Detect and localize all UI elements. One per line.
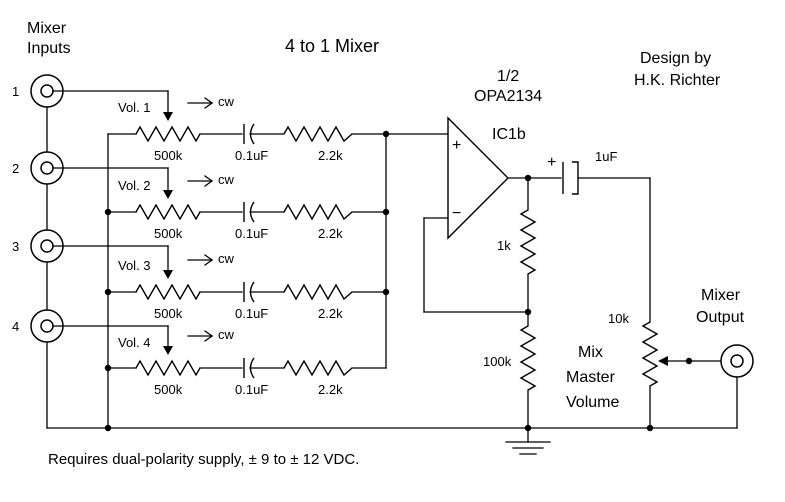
channel-4: 4 Vol. 4 cw 500k 0.1uF 2.2k xyxy=(12,309,387,397)
channel-3: 3 Vol. 3 cw 500k 0.1uF 2.2k xyxy=(12,229,390,321)
input-resistor-4 xyxy=(283,359,353,377)
input-number-1: 1 xyxy=(12,84,19,99)
bias-res-value: 100k xyxy=(483,354,512,369)
output-label-1: Mixer xyxy=(701,287,741,304)
cap-value-1: 0.1uF xyxy=(235,148,268,163)
channel-2: 2 Vol. 2 cw 500k 0.1uF 2.2k xyxy=(12,151,390,241)
opamp-ic1b: + − xyxy=(447,116,509,240)
res-value-2: 2.2k xyxy=(318,226,343,241)
opamp-label-1: 1/2 xyxy=(497,68,519,85)
res-value-3: 2.2k xyxy=(318,306,343,321)
cap-value-3: 0.1uF xyxy=(235,306,268,321)
feedback-network xyxy=(423,174,562,429)
output-jack[interactable] xyxy=(720,344,754,378)
volume-pot-3[interactable] xyxy=(135,283,201,301)
output-cap xyxy=(562,161,651,323)
ground-symbol xyxy=(505,427,551,455)
volume-pot-4[interactable] xyxy=(135,359,201,377)
master-label-1: Mix xyxy=(578,344,603,361)
input-number-4: 4 xyxy=(12,319,19,334)
master-label-3: Volume xyxy=(566,394,619,411)
vol-label-4: Vol. 4 xyxy=(118,335,151,350)
input-number-3: 3 xyxy=(12,239,19,254)
output-cap-value: 1uF xyxy=(595,149,617,164)
cap-value-2: 0.1uF xyxy=(235,226,268,241)
credit-line-2: H.K. Richter xyxy=(634,72,721,89)
opamp-plus-sign: + xyxy=(452,137,461,154)
vol-label-2: Vol. 2 xyxy=(118,178,151,193)
supply-note: Requires dual-polarity supply, ± 9 to ± … xyxy=(48,451,359,468)
pot-value-1: 500k xyxy=(154,148,183,163)
pot-value-2: 500k xyxy=(154,226,183,241)
volume-pot-1[interactable] xyxy=(135,125,201,143)
opamp-label-2: OPA2134 xyxy=(474,88,542,105)
cw-label-1: cw xyxy=(218,94,235,109)
opamp-ref: IC1b xyxy=(492,126,526,143)
input-number-2: 2 xyxy=(12,161,19,176)
vol-label-3: Vol. 3 xyxy=(118,258,151,273)
res-value-4: 2.2k xyxy=(318,382,343,397)
inputs-heading-1: Mixer xyxy=(27,20,67,37)
cw-label-4: cw xyxy=(218,327,235,342)
cw-label-3: cw xyxy=(218,251,235,266)
res-value-1: 2.2k xyxy=(318,148,343,163)
input-jack-4[interactable] xyxy=(30,309,64,343)
master-pot-value: 10k xyxy=(608,311,629,326)
output-label-2: Output xyxy=(696,309,745,326)
input-resistor-1 xyxy=(283,125,353,143)
vol-label-1: Vol. 1 xyxy=(118,100,151,115)
bias-resistor xyxy=(519,325,537,391)
input-resistor-3 xyxy=(283,283,353,301)
pot-value-3: 500k xyxy=(154,306,183,321)
summing-bus xyxy=(382,130,449,369)
feedback-resistor xyxy=(519,209,537,275)
inputs-heading-2: Inputs xyxy=(27,40,71,57)
output-cap-polarity: + xyxy=(547,154,556,171)
cw-label-2: cw xyxy=(218,172,235,187)
volume-pot-2[interactable] xyxy=(135,203,201,221)
feedback-res-value: 1k xyxy=(497,238,511,253)
pot-value-4: 500k xyxy=(154,382,183,397)
cap-value-4: 0.1uF xyxy=(235,382,268,397)
opamp-minus-sign: − xyxy=(452,205,461,222)
input-resistor-2 xyxy=(283,203,353,221)
master-label-2: Master xyxy=(566,369,616,386)
channel-1: 1 Vol. 1 cw 500k 0.1uF 2.2k xyxy=(12,74,387,163)
master-volume-pot[interactable] xyxy=(641,321,668,429)
diagram-title: 4 to 1 Mixer xyxy=(285,36,379,56)
credit-line-1: Design by xyxy=(640,50,711,67)
